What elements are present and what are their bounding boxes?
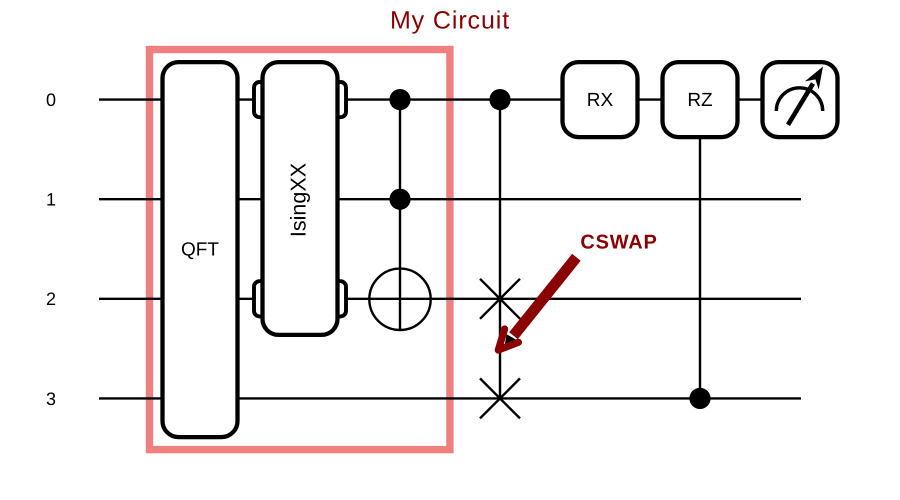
svg-text:1: 1 — [46, 190, 56, 210]
svg-text:My Circuit: My Circuit — [390, 7, 510, 35]
svg-text:RZ: RZ — [687, 90, 713, 111]
svg-text:RX: RX — [587, 90, 614, 111]
svg-text:2: 2 — [46, 289, 56, 309]
svg-text:QFT: QFT — [181, 240, 219, 261]
svg-text:0: 0 — [46, 90, 56, 110]
svg-text:CSWAP: CSWAP — [580, 232, 657, 254]
svg-text:IsingXX: IsingXX — [287, 163, 311, 237]
svg-text:3: 3 — [46, 389, 56, 409]
